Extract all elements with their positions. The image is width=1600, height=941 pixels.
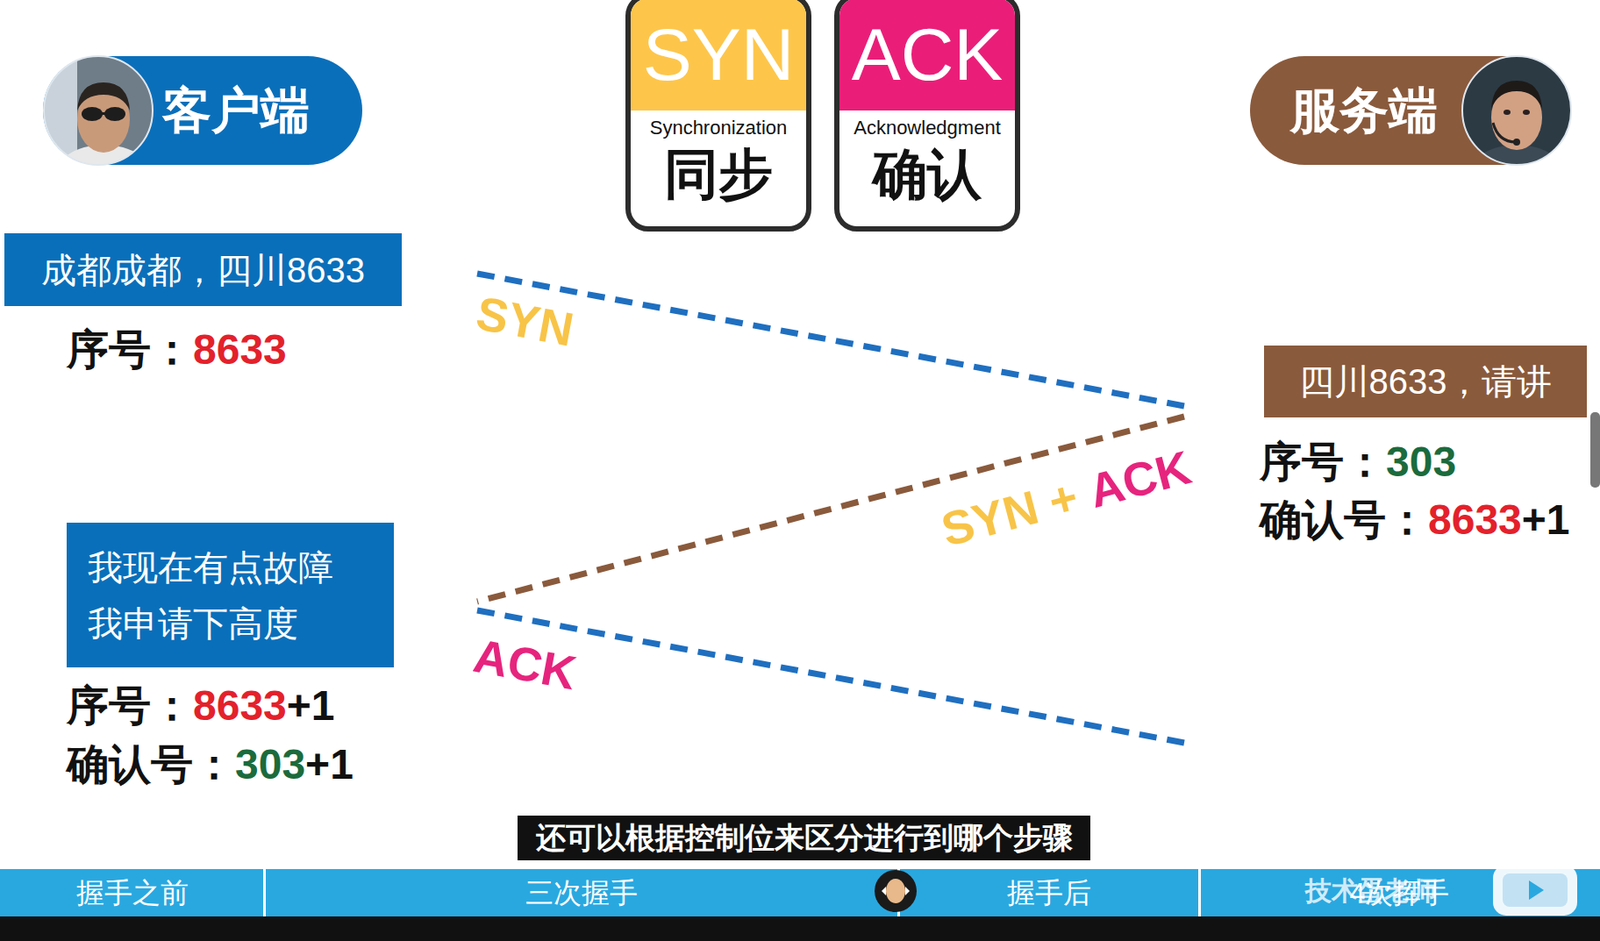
subtitle-box: 还可以根据控制位来区分进行到哪个步骤	[517, 815, 1091, 861]
field-label: +1	[1521, 494, 1571, 546]
label-row: SYN +ACK	[935, 438, 1197, 558]
field-label: 技术蛋老师	[1305, 875, 1437, 908]
field-label: 序号：	[66, 680, 193, 732]
bottom-strip	[0, 916, 1600, 941]
box-text: 三次握手	[274, 875, 888, 911]
syn-ack-line	[477, 416, 1185, 602]
flag-label: ACK	[469, 626, 581, 701]
field-label: 303	[235, 739, 306, 791]
flag-badge: ACK Acknowledgment确认	[834, 0, 1021, 232]
badge-title: SYN	[630, 0, 807, 111]
field-label: 8633	[1428, 494, 1522, 546]
box-text: 成都成都，四川8633	[14, 248, 392, 293]
label-row: ACK	[469, 626, 581, 701]
field-label: 确认号：	[1259, 494, 1429, 546]
box-text: 我现在有点故障 我申请下高度	[87, 539, 359, 652]
label-row: 序号：8633+1	[66, 680, 336, 732]
label-row: SYN	[471, 284, 578, 358]
label-row: 序号：8633	[66, 324, 287, 376]
chapter-band: 三次握手	[264, 869, 899, 917]
field-label: 8633	[192, 680, 287, 732]
field-label: +1	[305, 739, 354, 791]
bar-divider	[263, 869, 266, 917]
badge-header: ACK	[839, 0, 1015, 111]
label-row: 技术蛋老师	[1305, 875, 1437, 908]
role-label: 服务端	[1250, 56, 1572, 165]
flag-label: SYN	[471, 284, 578, 358]
progress-bar	[0, 869, 1600, 917]
box-text: 还可以根据控制位来区分进行到哪个步骤	[528, 819, 1080, 858]
message-box: 四川8633，请讲	[1264, 345, 1587, 418]
badge-subtitle: Synchronization	[630, 115, 807, 141]
flag-label: ACK	[1082, 438, 1197, 520]
flag-label: SYN +	[935, 467, 1084, 558]
badge-meaning: 同步	[630, 140, 807, 209]
message-box: 成都成都，四川8633	[4, 233, 402, 307]
ack-line	[477, 610, 1185, 743]
field-label: 303	[1385, 436, 1457, 488]
flag-badge: SYN Synchronization同步	[625, 0, 812, 232]
scroll-handle	[1590, 412, 1600, 488]
video-logo	[1492, 855, 1578, 916]
badge-title: ACK	[839, 0, 1015, 111]
chapter-band: 握手之前	[0, 869, 265, 917]
label-row: 确认号：303+1	[66, 739, 354, 791]
role-pill: 客户端	[42, 56, 363, 165]
message-box: 我现在有点故障 我申请下高度	[66, 522, 394, 668]
field-label: 8633	[192, 324, 287, 376]
bar-divider	[1198, 869, 1201, 917]
box-text: 握手后	[908, 875, 1189, 911]
field-label: 确认号：	[66, 739, 236, 791]
badge-meaning: 确认	[839, 140, 1015, 209]
chapter-band: 握手后	[898, 869, 1200, 917]
label-row: 序号：303	[1259, 436, 1457, 488]
progress-knob	[874, 870, 917, 913]
role-label: 客户端	[42, 56, 363, 165]
label-row: 确认号：8633+1	[1259, 494, 1571, 546]
box-text: 握手之前	[10, 875, 254, 911]
badge-subtitle: Acknowledgment	[839, 115, 1015, 141]
syn-line	[477, 273, 1185, 407]
box-text: 四川8633，请讲	[1274, 359, 1577, 404]
badge-header: SYN	[630, 0, 807, 111]
role-pill: 服务端	[1250, 56, 1572, 165]
field-label: 序号：	[1259, 436, 1386, 488]
field-label: 序号：	[66, 324, 193, 376]
field-label: +1	[286, 680, 336, 732]
